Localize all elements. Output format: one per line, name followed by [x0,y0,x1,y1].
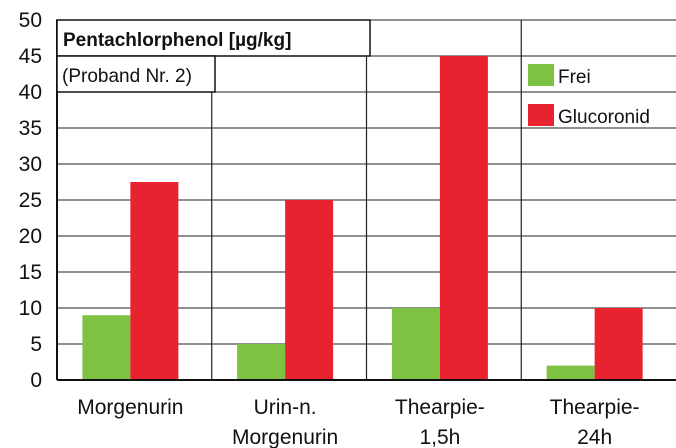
bar-frei [391,308,440,380]
bar-glucoronid [594,308,643,380]
legend-label: Glucoronid [558,107,650,128]
y-tick-label: 10 [19,297,42,320]
bars [82,56,643,380]
y-tick-label: 30 [19,153,42,176]
y-tick-label: 25 [19,189,42,212]
y-tick-label: 35 [19,117,42,140]
category-label: Morgenurin [232,426,338,448]
chart-title: Pentachlorphenol [µg/kg] [63,30,291,51]
category-label: Thearpie- [550,396,640,419]
category-label: Morgenurin [77,396,183,419]
y-tick-label: 15 [19,261,42,284]
bar-frei [237,344,286,380]
chart-subtitle: (Proband Nr. 2) [62,66,192,87]
y-tick-label: 50 [19,9,42,32]
category-label: Urin-n. [254,396,317,419]
bar-frei [546,365,595,380]
legend-swatch-glucoronid [528,104,554,126]
y-tick-label: 45 [19,45,42,68]
legend-swatch-frei [528,64,554,86]
category-label: 1,5h [419,426,460,448]
category-labels: Morgenurin Urin-n. Morgenurin Thearpie- 1,5h… [77,396,639,448]
bar-glucoronid [130,182,179,380]
y-tick-labels: 0 5 10 15 20 25 30 35 40 45 50 [19,9,42,392]
bar-glucoronid [285,200,334,380]
y-tick-label: 5 [30,333,42,356]
bar-glucoronid [439,56,488,380]
subtitle-box [56,55,216,93]
y-tick-label: 20 [19,225,42,248]
category-label: Thearpie- [395,396,485,419]
legend-label: Frei [558,67,591,88]
bar-frei [82,315,131,380]
title-box [56,19,371,57]
y-tick-label: 40 [19,81,42,104]
y-tick-label: 0 [30,369,42,392]
category-label: 24h [577,426,612,448]
